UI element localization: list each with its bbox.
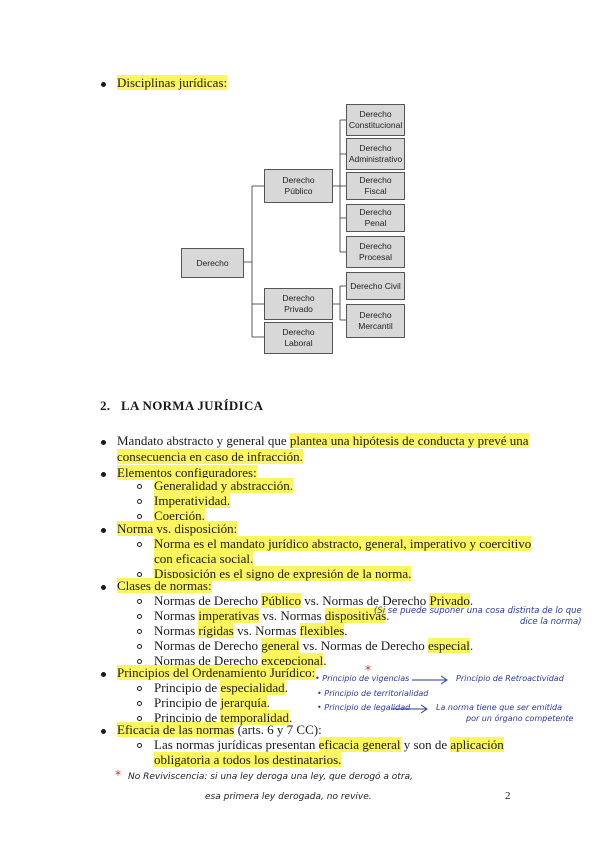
bullet <box>101 729 106 734</box>
sub-bullet <box>137 514 142 519</box>
clase-general-especial: Normas de Derecho general vs. Normas de … <box>154 638 474 653</box>
clase-publico-privado: Normas de Derecho Público vs. Normas de … <box>154 593 474 608</box>
node-derecho-privado: Derecho Privado <box>264 288 333 320</box>
sub-bullet <box>137 644 142 649</box>
disposicion-definition: Disposición es el signo de expresión de … <box>154 566 412 581</box>
mandato-line-1: Mandato abstracto y general que plantea … <box>117 433 529 448</box>
sub-bullet <box>137 701 142 706</box>
sub-bullet <box>137 542 142 547</box>
node-derecho-publico: Derecho Público <box>264 169 333 203</box>
clase-rigidas-flexibles: Normas rígidas vs. Normas flexibles. <box>154 623 348 638</box>
eficacia-heading: Eficacia de las normas (arts. 6 y 7 CC): <box>117 722 322 737</box>
bullet <box>101 82 106 87</box>
sub-bullet <box>137 716 142 721</box>
principio-jerarquia: Principio de jerarquía. <box>154 695 270 710</box>
node-derecho-mercantil: Derecho Mercantil <box>346 304 405 338</box>
mandato-line-2: consecuencia en caso de infracción. <box>117 449 303 464</box>
clase-imperativas-dispositivas: Normas imperativas vs. Normas dispositiv… <box>154 608 390 623</box>
asterisk-mark: * <box>365 663 371 677</box>
node-derecho-penal: Derecho Penal <box>346 204 405 232</box>
clases-heading: Clases de normas: <box>117 578 212 593</box>
node-derecho-fiscal: Derecho Fiscal <box>346 172 405 200</box>
principio-temporalidad: Principio de temporalidad. <box>154 710 293 725</box>
sub-bullet <box>137 629 142 634</box>
handnote-dispositivas-1: (Si se puede suponer una cosa distinta d… <box>374 606 582 616</box>
handnote-legalidad-2: por un órgano competente <box>466 714 574 723</box>
bullet <box>101 672 106 677</box>
norma-definition-2: con eficacia social. <box>154 551 254 566</box>
sub-bullet <box>137 484 142 489</box>
sub-bullet <box>137 614 142 619</box>
norma-vs-heading: Norma vs. disposición: <box>117 521 238 536</box>
node-derecho-procesal: Derecho Procesal <box>346 236 405 268</box>
handnote-dispositivas-2: dice la norma) <box>520 617 582 627</box>
arrow-legalidad <box>392 704 428 714</box>
elementos-heading: Elementos configuradores: <box>117 465 257 480</box>
handnote-legalidad-1: La norma tiene que ser emitida <box>436 703 563 712</box>
asterisk-mark: * <box>115 768 121 782</box>
sub-bullet <box>137 743 142 748</box>
bullet <box>101 528 106 533</box>
disciplines-label: Disciplinas jurídicas: <box>117 75 228 90</box>
bullet <box>101 585 106 590</box>
handnote-retroactividad: Principio de Retroactividad <box>456 674 564 683</box>
sub-bullet <box>137 659 142 664</box>
page-number: 2 <box>505 790 511 802</box>
bullet <box>101 440 106 445</box>
node-derecho-civil: Derecho Civil <box>346 272 405 300</box>
sub-bullet <box>137 499 142 504</box>
elemento-imperatividad: Imperatividad. <box>154 493 231 508</box>
node-derecho: Derecho <box>181 248 244 278</box>
node-derecho-administrativo: Derecho Administrativo <box>346 138 405 170</box>
handnote-reviviscencia-1: No Reviviscencia: si una ley deroga una … <box>128 772 413 782</box>
sub-bullet <box>137 572 142 577</box>
bullet <box>101 472 106 477</box>
elemento-generalidad: Generalidad y abstracción. <box>154 478 293 493</box>
handnote-reviviscencia-2: esa primera ley derogada, no revive. <box>205 792 372 802</box>
handnote-vigencia: • Principio de vigencias <box>315 674 410 683</box>
handnote-legalidad: • Principio de legalidad <box>317 703 411 712</box>
sub-bullet <box>137 686 142 691</box>
arrow-vigencia <box>412 675 448 685</box>
section-title: 2. LA NORMA JURÍDICA <box>100 398 264 413</box>
clase-excepcional: Normas de Derecho excepcional. <box>154 653 327 668</box>
eficacia-line-2: obligatoria a todos los destinatarios. <box>154 752 342 767</box>
node-derecho-constitucional: Derecho Constitucional <box>346 104 405 136</box>
principios-heading: Principios del Ordenamiento Jurídico: <box>117 665 316 680</box>
principio-especialidad: Principio de especialidad. <box>154 680 288 695</box>
eficacia-line-1: Las normas jurídicas presentan eficacia … <box>154 737 504 752</box>
sub-bullet <box>137 599 142 604</box>
node-derecho-laboral: Derecho Laboral <box>264 322 333 354</box>
elemento-coercion: Coerción. <box>154 508 205 523</box>
norma-definition-1: Norma es el mandato jurídico abstracto, … <box>154 536 532 551</box>
handnote-territorialidad: • Principio de territorialidad <box>317 689 429 698</box>
